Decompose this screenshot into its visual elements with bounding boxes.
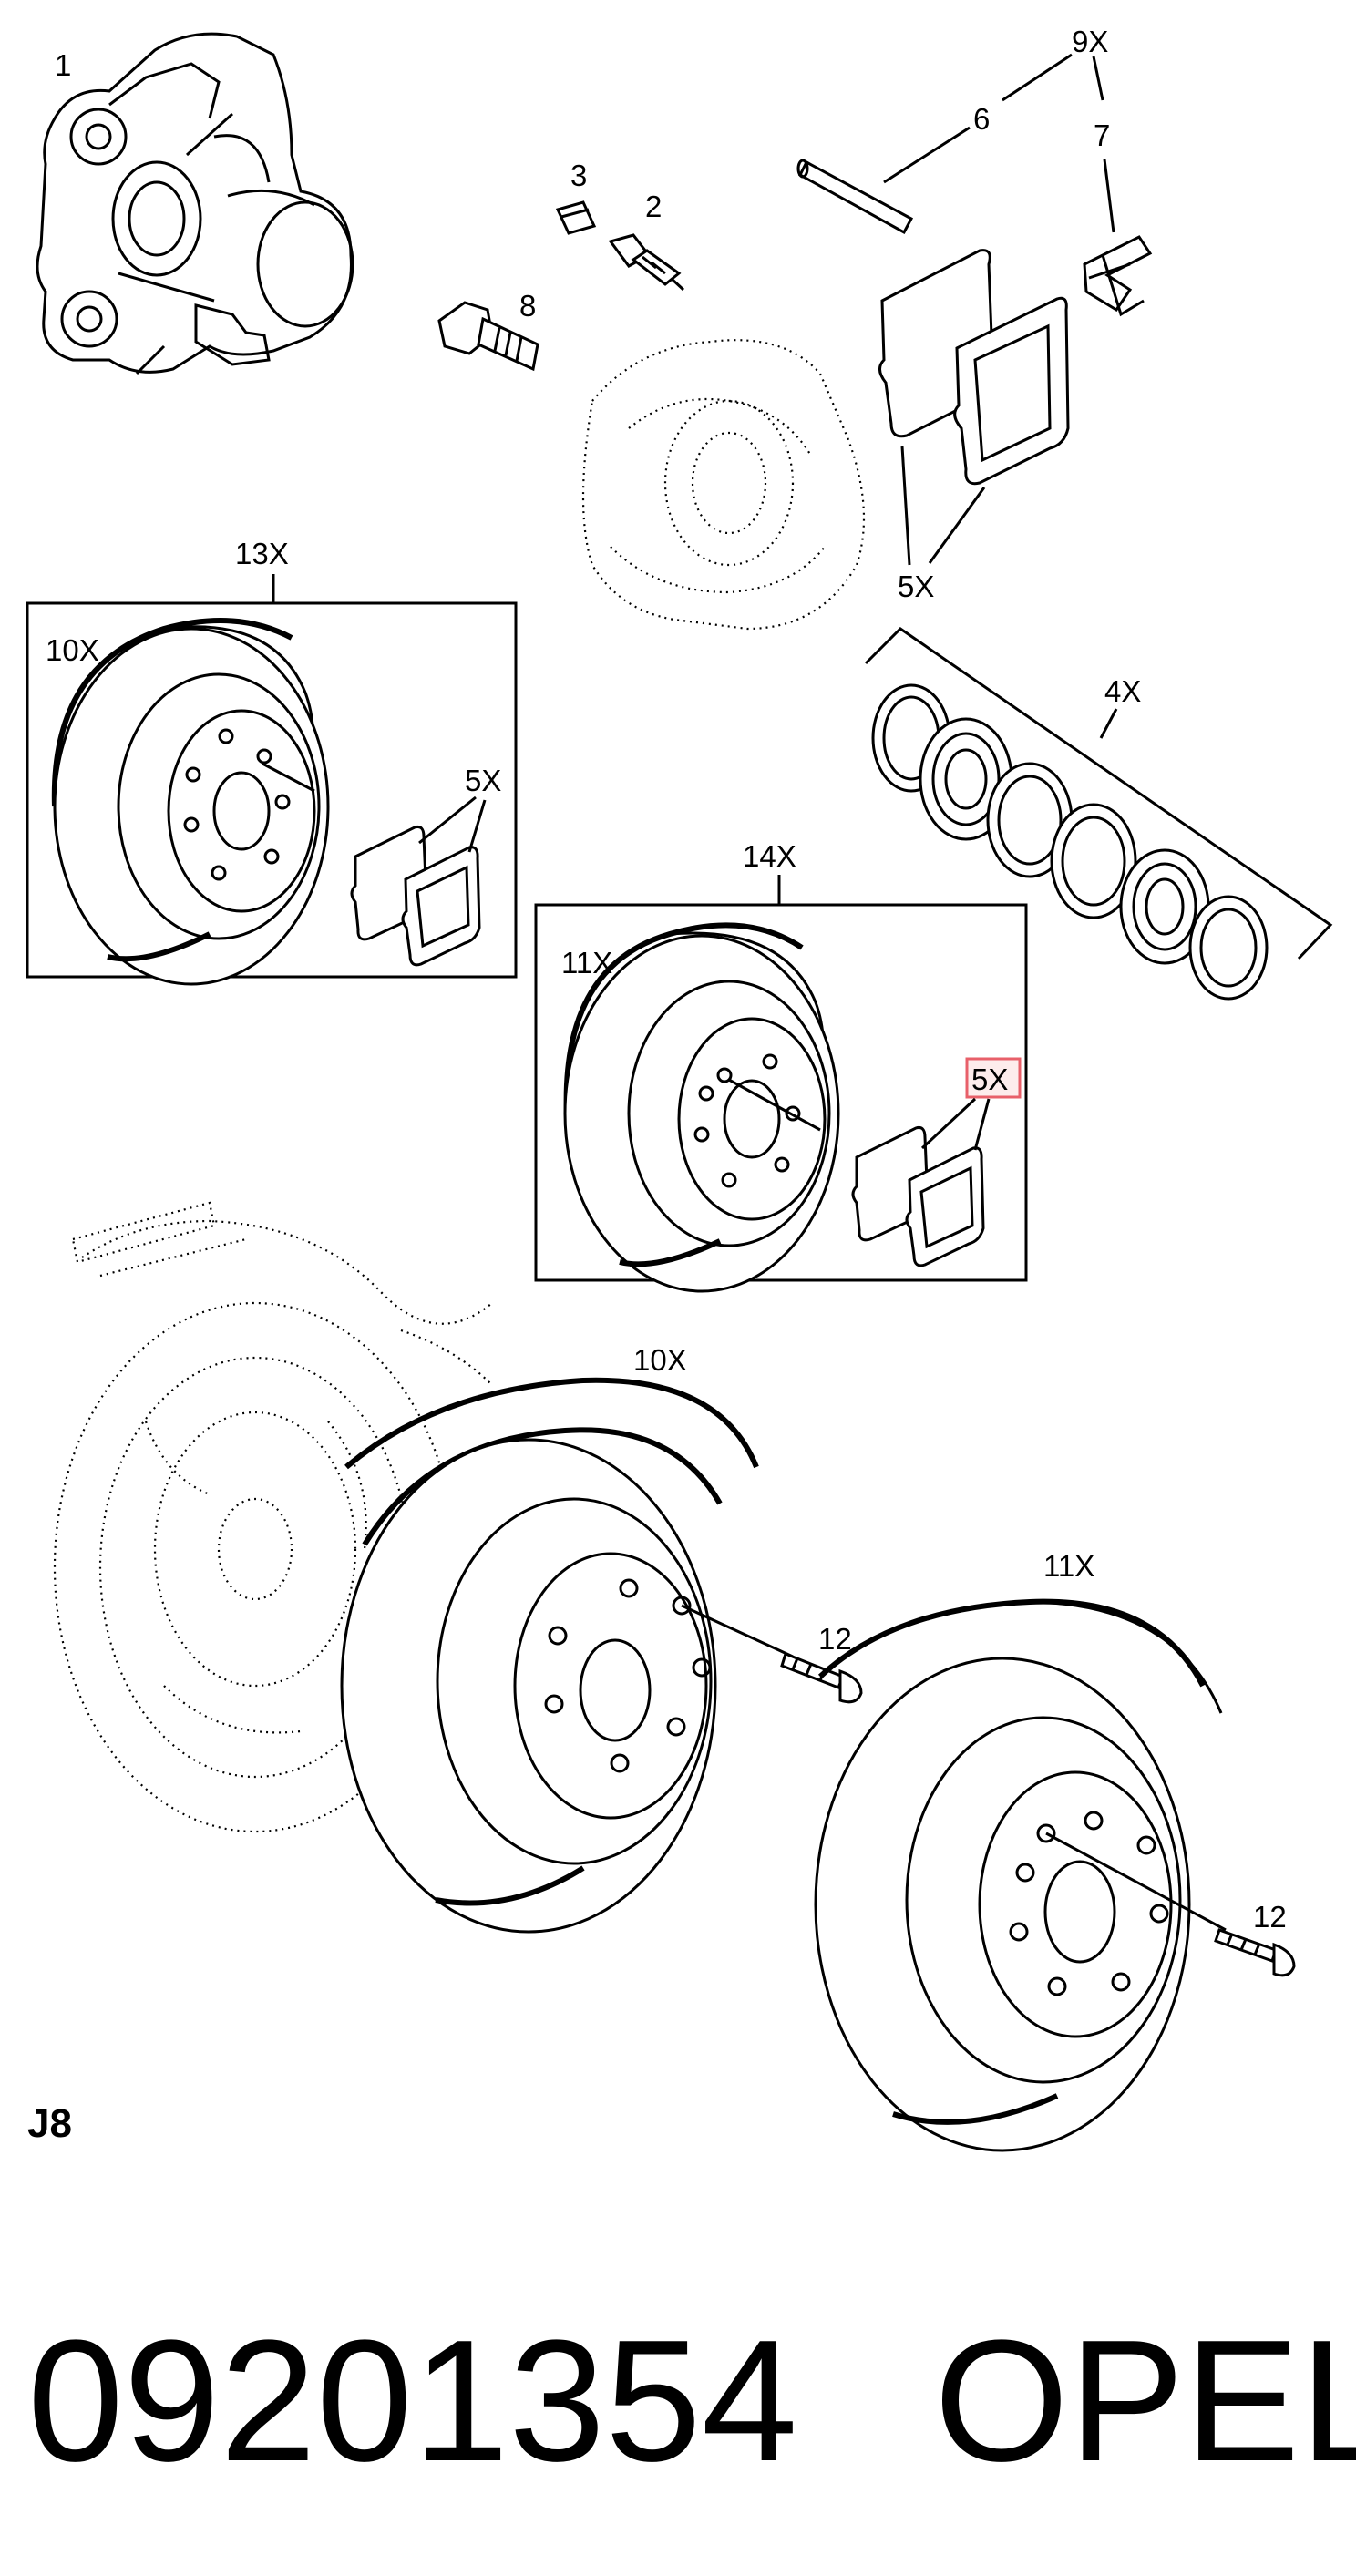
label-8: 8	[519, 289, 536, 323]
brake-disc-box14	[563, 922, 840, 1293]
bleed-cap-part	[555, 200, 597, 235]
leader-7	[1103, 159, 1115, 233]
leader-screw-left	[681, 1604, 794, 1658]
leader-9x-to-6	[1002, 53, 1073, 102]
leader-screw-right	[1045, 1832, 1227, 1932]
brake-pads-box13	[350, 826, 481, 967]
spring-clip-part	[1083, 235, 1153, 317]
leader-box14-screw	[728, 1078, 821, 1132]
guide-pin-part	[796, 159, 914, 235]
leader-box13-screw	[262, 762, 315, 793]
label-5x-top: 5X	[898, 570, 934, 603]
brake-pads-top	[878, 249, 1070, 486]
bleed-screw-part	[608, 233, 685, 292]
section-code: J8	[27, 2101, 72, 2146]
leader-4x	[1099, 708, 1118, 739]
leader-5x-top-b	[928, 487, 986, 564]
disc-screw-right	[1214, 1928, 1296, 1977]
dotted-caliper-outline	[581, 339, 866, 631]
label-11x-bottom: 11X	[1043, 1549, 1094, 1583]
highlight-5x-box14	[965, 1057, 1022, 1099]
brake-disc-bottom-right	[814, 1598, 1223, 2152]
leader-5x-box14-a	[920, 1097, 977, 1150]
caliper-bolt-part	[437, 301, 539, 372]
brake-disc-box13	[51, 618, 330, 986]
disc-screw-left	[780, 1652, 863, 1704]
label-6: 6	[973, 102, 990, 136]
label-14x: 14X	[743, 839, 796, 873]
label-12-right: 12	[1253, 1900, 1287, 1934]
brand-name: OPEL	[934, 2304, 1356, 2498]
label-2: 2	[645, 190, 662, 223]
label-10x-bottom: 10X	[633, 1343, 687, 1377]
part-number: 09201354	[27, 2304, 797, 2498]
brake-pads-box14	[851, 1126, 985, 1267]
leader-5x-box14-b	[973, 1098, 991, 1151]
seal-kit-part	[864, 627, 1333, 1001]
leader-5x-top-a	[900, 446, 911, 566]
leader-9x-to-7	[1092, 56, 1104, 101]
label-12-left: 12	[818, 1622, 852, 1656]
label-5x-box14: 5X	[971, 1062, 1008, 1096]
label-7: 7	[1094, 118, 1110, 152]
brake-disc-bottom-left	[340, 1377, 759, 1934]
label-13x: 13X	[235, 537, 289, 570]
label-5x-box13: 5X	[465, 764, 501, 797]
leader-6	[883, 126, 971, 184]
label-10x-box: 10X	[46, 633, 99, 667]
kit-box-13x	[26, 601, 518, 979]
brake-caliper-part	[36, 32, 354, 375]
leader-5x-box13-a	[418, 795, 477, 845]
label-3: 3	[570, 159, 587, 192]
label-4x: 4X	[1104, 674, 1141, 708]
label-9x: 9X	[1072, 25, 1108, 58]
leader-5x-box13-b	[467, 799, 487, 853]
kit-box-14x	[534, 903, 1028, 1282]
label-1: 1	[55, 48, 71, 82]
